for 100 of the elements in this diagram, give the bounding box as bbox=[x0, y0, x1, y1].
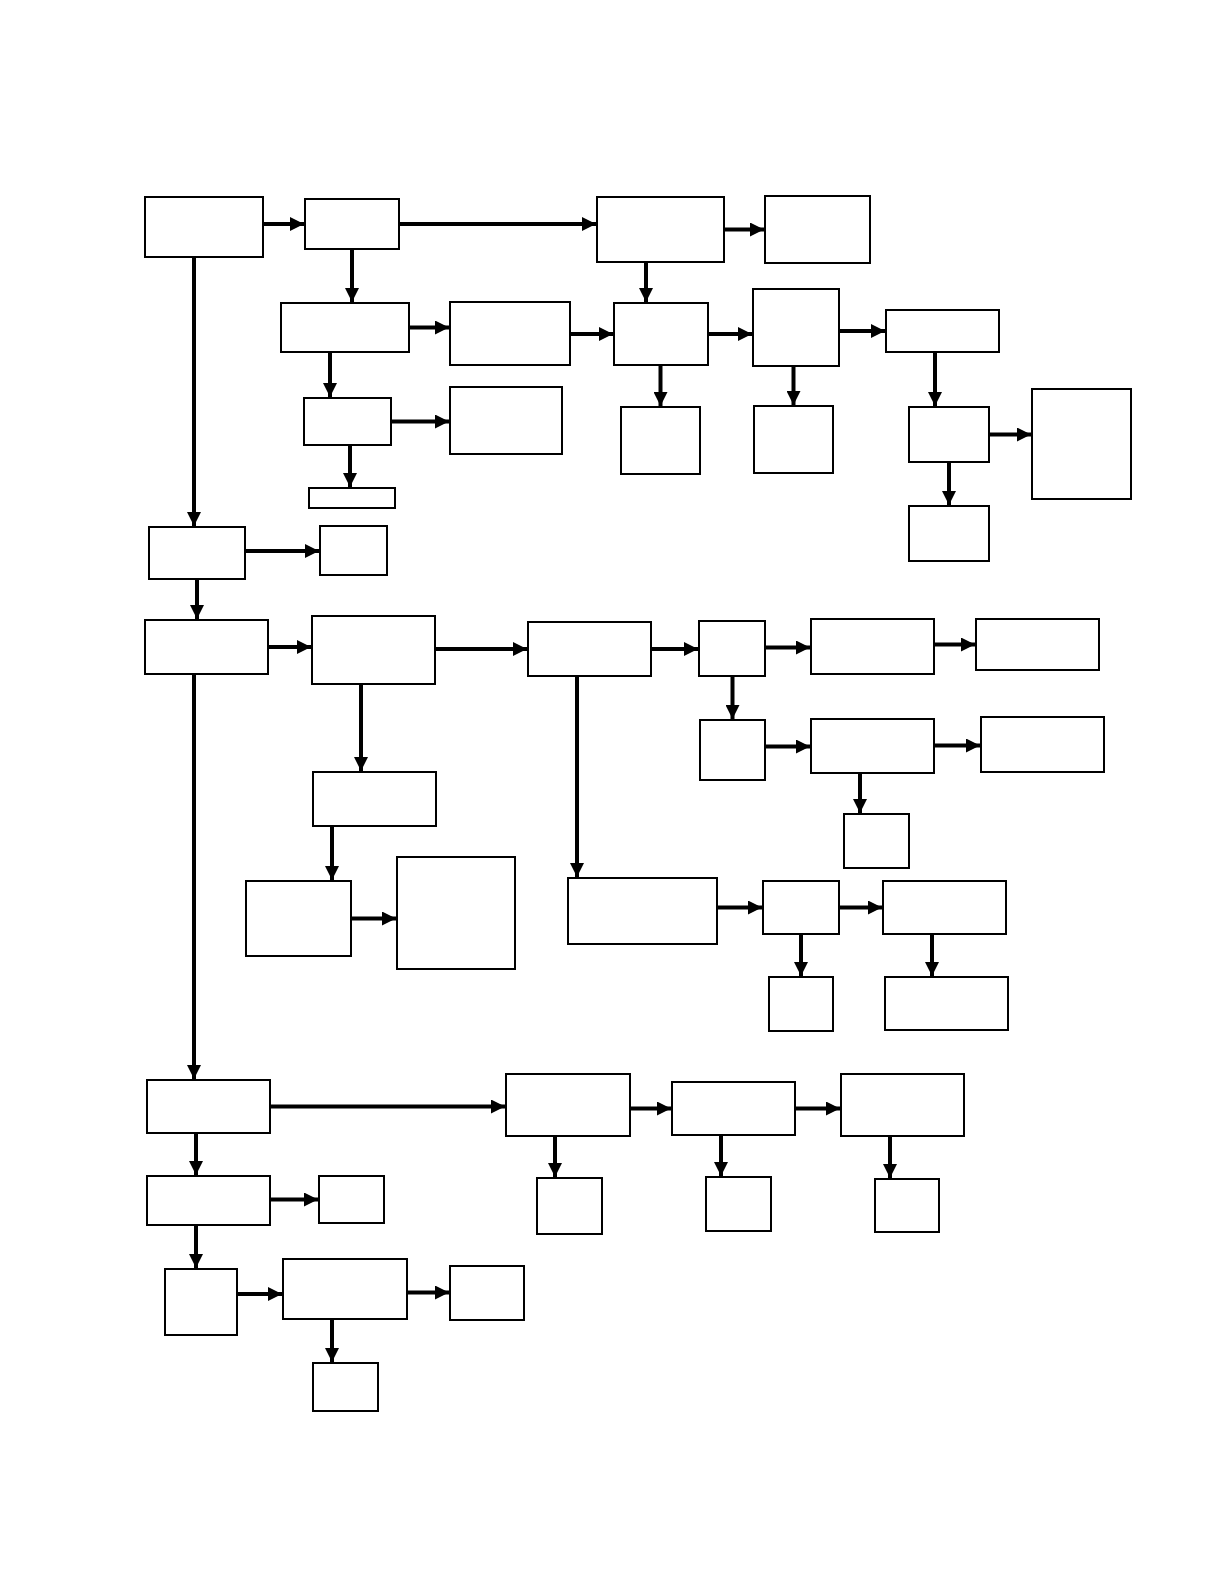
process-box bbox=[304, 198, 400, 250]
arrow bbox=[238, 1287, 282, 1301]
process-box bbox=[318, 1175, 385, 1224]
arrow bbox=[786, 367, 801, 405]
process-box bbox=[882, 880, 1007, 935]
arrow bbox=[343, 446, 357, 487]
process-box bbox=[164, 1268, 238, 1336]
process-box bbox=[764, 195, 871, 264]
arrow bbox=[883, 1137, 897, 1178]
arrow bbox=[271, 1192, 318, 1207]
arrow bbox=[264, 217, 304, 231]
process-box bbox=[908, 406, 990, 463]
process-box bbox=[449, 1265, 525, 1321]
arrow bbox=[725, 222, 764, 237]
arrow bbox=[942, 463, 956, 505]
process-box bbox=[567, 877, 718, 945]
arrow bbox=[928, 353, 942, 406]
arrow bbox=[794, 935, 808, 976]
arrow bbox=[410, 320, 449, 335]
process-box bbox=[620, 406, 701, 475]
arrow bbox=[269, 640, 311, 654]
arrow bbox=[925, 935, 939, 976]
arrow bbox=[639, 263, 653, 302]
arrow bbox=[548, 1137, 562, 1177]
arrow bbox=[354, 685, 368, 771]
process-box bbox=[449, 301, 571, 366]
arrow bbox=[325, 827, 339, 880]
process-box bbox=[753, 405, 834, 474]
process-box bbox=[319, 525, 388, 576]
process-box bbox=[613, 302, 709, 366]
process-box bbox=[752, 288, 840, 367]
process-box bbox=[768, 976, 834, 1032]
arrow bbox=[935, 738, 980, 753]
arrow bbox=[990, 427, 1031, 442]
process-box bbox=[705, 1176, 772, 1232]
arrow bbox=[352, 911, 396, 926]
arrow bbox=[709, 327, 752, 341]
process-box bbox=[280, 302, 410, 353]
process-box bbox=[245, 880, 352, 957]
arrow bbox=[840, 324, 885, 338]
process-box bbox=[810, 618, 935, 675]
arrow bbox=[725, 677, 740, 719]
process-box bbox=[527, 621, 652, 677]
process-box bbox=[144, 619, 269, 675]
process-box bbox=[975, 618, 1100, 671]
arrow bbox=[190, 580, 204, 619]
arrow bbox=[571, 327, 613, 341]
process-box bbox=[980, 716, 1105, 773]
process-box bbox=[303, 397, 392, 446]
arrow bbox=[392, 414, 449, 429]
process-box bbox=[282, 1258, 408, 1320]
process-box bbox=[671, 1081, 796, 1136]
arrow bbox=[840, 900, 882, 915]
process-box bbox=[698, 620, 766, 677]
arrow bbox=[653, 366, 668, 406]
arrow bbox=[570, 677, 584, 877]
arrow bbox=[345, 250, 359, 302]
process-box bbox=[874, 1178, 940, 1233]
process-box bbox=[449, 386, 563, 455]
arrow bbox=[766, 640, 810, 655]
process-box bbox=[308, 487, 396, 509]
arrow bbox=[935, 637, 975, 652]
arrow bbox=[187, 675, 201, 1079]
process-box bbox=[885, 309, 1000, 353]
process-box bbox=[843, 813, 910, 869]
process-box bbox=[884, 976, 1009, 1031]
arrow bbox=[246, 544, 319, 558]
process-box bbox=[396, 856, 516, 970]
arrow bbox=[408, 1285, 449, 1300]
arrow bbox=[766, 739, 810, 754]
process-box bbox=[536, 1177, 603, 1235]
arrow bbox=[271, 1099, 505, 1114]
process-box bbox=[312, 1362, 379, 1412]
process-box bbox=[148, 526, 246, 580]
process-box bbox=[312, 771, 437, 827]
process-box bbox=[596, 196, 725, 263]
arrow bbox=[189, 1226, 203, 1268]
process-box bbox=[146, 1079, 271, 1134]
arrow bbox=[436, 642, 527, 656]
arrow bbox=[796, 1101, 840, 1116]
arrow bbox=[325, 1320, 339, 1362]
arrow bbox=[400, 217, 596, 231]
process-box bbox=[810, 718, 935, 774]
arrow bbox=[853, 774, 867, 813]
arrow bbox=[187, 258, 201, 526]
process-box bbox=[762, 880, 840, 935]
process-box bbox=[1031, 388, 1132, 500]
process-box bbox=[840, 1073, 965, 1137]
process-box bbox=[699, 719, 766, 781]
process-box bbox=[146, 1175, 271, 1226]
process-box bbox=[311, 615, 436, 685]
arrow bbox=[631, 1101, 671, 1116]
arrow bbox=[714, 1136, 728, 1176]
arrow bbox=[652, 642, 698, 656]
process-box bbox=[144, 196, 264, 258]
process-box bbox=[908, 505, 990, 562]
process-box bbox=[505, 1073, 631, 1137]
arrow bbox=[189, 1134, 203, 1175]
arrow bbox=[323, 353, 337, 397]
arrow bbox=[718, 900, 762, 915]
